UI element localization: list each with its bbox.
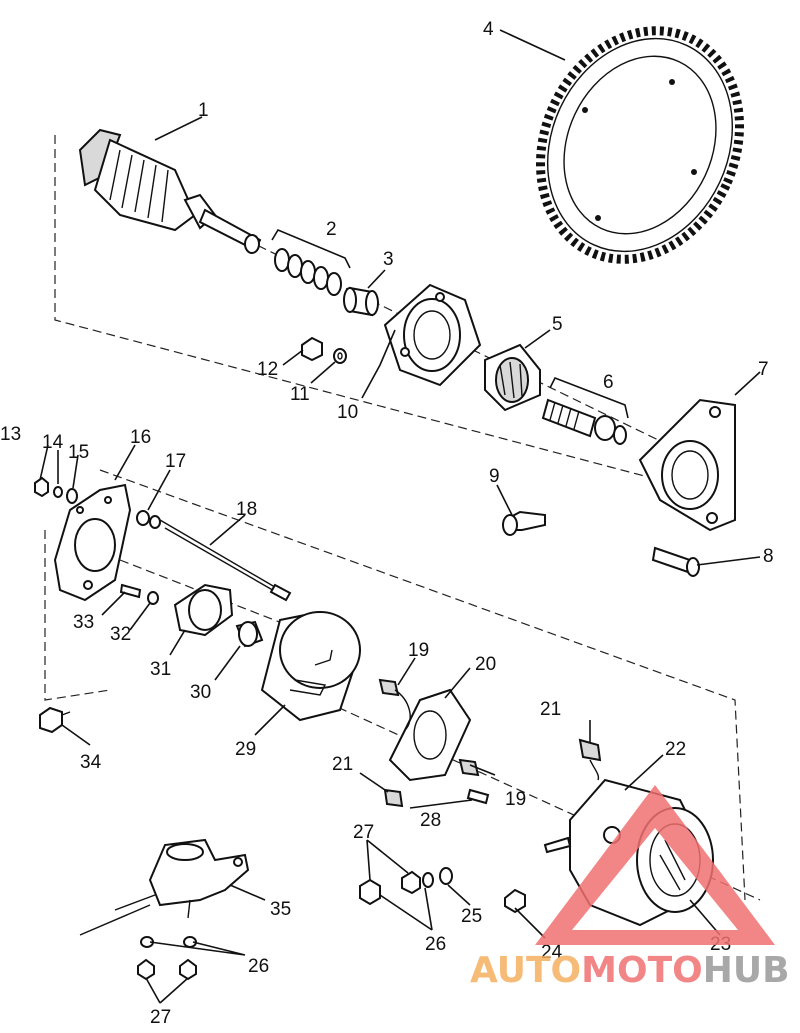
callout-20: 20 <box>475 654 496 675</box>
drive-end-plate <box>383 283 482 387</box>
callout-22: 22 <box>665 739 686 760</box>
callout-15: 15 <box>68 442 89 463</box>
callout-28: 28 <box>420 810 441 831</box>
callout-32: 32 <box>110 624 131 645</box>
callout-26-middle: 26 <box>425 934 446 955</box>
commutator-end-parts <box>119 583 264 648</box>
callout-18: 18 <box>236 499 257 520</box>
callout-27-middle: 27 <box>353 822 374 843</box>
callout-6: 6 <box>603 372 614 393</box>
end-plate-hardware <box>34 476 161 602</box>
brush-springs <box>271 228 351 296</box>
callout-27-bottom: 27 <box>150 1007 171 1028</box>
motor-housing <box>260 610 362 722</box>
starter-solenoid <box>79 838 250 981</box>
drive-spring-and-stop <box>541 376 629 445</box>
terminal-hardware <box>359 836 572 914</box>
nut-and-washer <box>301 336 347 364</box>
armature <box>78 128 262 254</box>
callout-21-right: 21 <box>540 699 561 720</box>
callout-21-left: 21 <box>332 754 353 775</box>
callout-17: 17 <box>165 451 186 472</box>
callout-31: 31 <box>150 659 171 680</box>
callout-19-bottom: 19 <box>505 789 526 810</box>
ring-gear <box>536 26 744 264</box>
callout-10: 10 <box>337 402 358 423</box>
callout-8: 8 <box>763 546 774 567</box>
callout-4: 4 <box>483 19 494 40</box>
brush-plate-assembly <box>378 678 602 808</box>
callout-24: 24 <box>541 942 563 963</box>
callout-7: 7 <box>758 359 769 380</box>
callout-34: 34 <box>80 752 102 773</box>
bushing <box>343 286 379 317</box>
callout-11: 11 <box>290 384 310 405</box>
callout-labels: 1 2 3 4 5 6 7 8 9 10 11 12 13 14 15 16 1… <box>0 19 774 1028</box>
callout-30: 30 <box>190 682 211 703</box>
callout-3: 3 <box>383 249 394 270</box>
callout-1: 1 <box>198 100 209 121</box>
callout-35: 35 <box>270 899 291 920</box>
watermark-triangle-logo <box>535 785 775 945</box>
leader-lines <box>39 29 761 1004</box>
callout-26-bottom: 26 <box>248 956 269 977</box>
callout-2: 2 <box>326 219 337 240</box>
callout-12: 12 <box>257 359 278 380</box>
callout-9: 9 <box>489 466 500 487</box>
callout-33: 33 <box>73 612 94 633</box>
mounting-bracket <box>638 398 736 532</box>
automotohub-watermark: AUTOMOTOHUB <box>470 785 790 991</box>
callout-5: 5 <box>552 314 563 335</box>
callout-25: 25 <box>461 906 482 927</box>
callout-19-top: 19 <box>408 640 429 661</box>
callout-14: 14 <box>42 432 64 453</box>
pinion-gear <box>484 343 541 412</box>
callout-29: 29 <box>235 739 256 760</box>
callout-13: 13 <box>0 424 21 445</box>
through-bolt <box>159 519 292 602</box>
watermark-text: AUTOMOTOHUB <box>470 950 790 991</box>
bolts-8-9 <box>502 510 700 577</box>
callout-16: 16 <box>130 427 151 448</box>
